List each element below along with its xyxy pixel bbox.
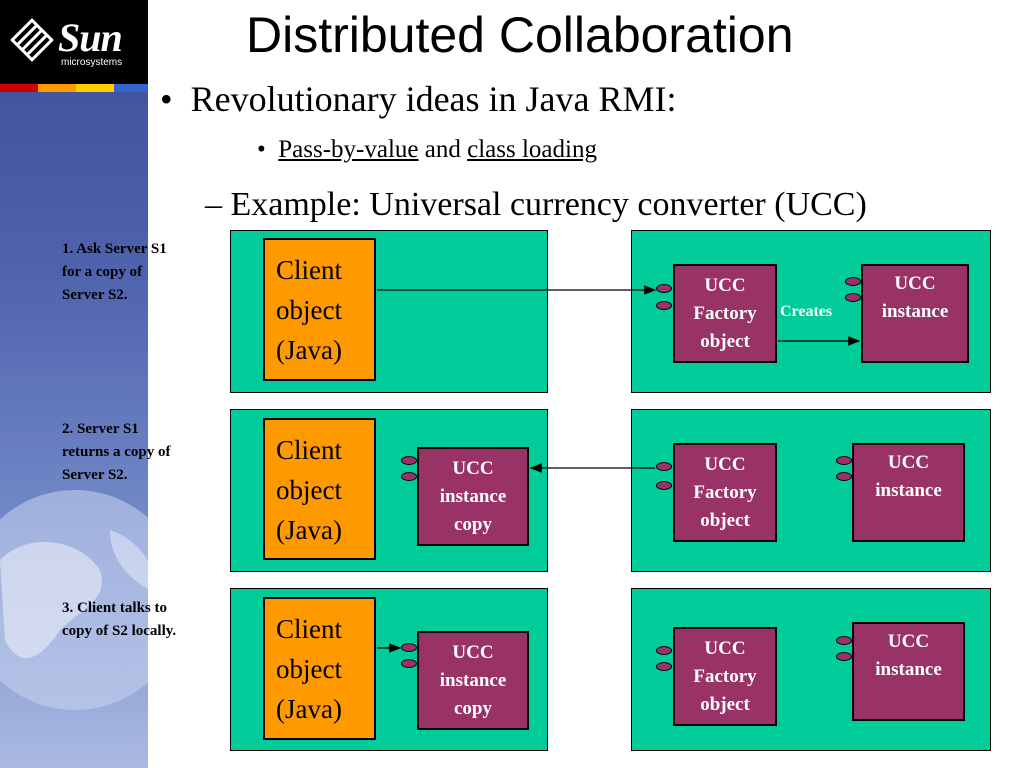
client-label-line: Client [276, 435, 342, 465]
port-icon [401, 643, 417, 652]
port-icon [401, 456, 417, 465]
port-icon [401, 659, 417, 668]
factory-label-line: object [700, 693, 750, 715]
factory-label-line: Factory [693, 481, 757, 503]
brand-sidebar [0, 0, 148, 768]
bullet-glyph: • [160, 79, 173, 119]
client-label-line: (Java) [276, 694, 342, 724]
class-loading-link[interactable]: class loading [467, 136, 597, 163]
ucc-instance-2: UCC instance [852, 443, 965, 542]
client-label-line: Client [276, 255, 342, 285]
slide-title: Distributed Collaboration [246, 7, 794, 63]
globe-icon [0, 490, 148, 710]
port-icon [845, 277, 861, 286]
port-icon [401, 472, 417, 481]
bullet-text: Revolutionary ideas in Java RMI: [190, 79, 677, 119]
sub-bullet-glyph: • [257, 136, 266, 163]
brand-color-bar [0, 84, 148, 92]
instance-label-line: UCC [887, 631, 930, 652]
step-note-3: 3. Client talks to copy of S2 locally. [62, 600, 177, 639]
port-icon [656, 662, 672, 671]
copy-label-line: copy [454, 513, 492, 535]
bullet-joiner: and [424, 136, 461, 163]
factory-label-line: UCC [704, 274, 746, 296]
sun-logo-icon [10, 18, 54, 62]
instance-label-line: instance [875, 659, 942, 680]
copy-label-line: UCC [452, 457, 494, 479]
step-note-1: 1. Ask Server S1 for a copy of Server S2… [62, 241, 167, 303]
client-object-3: Client object (Java) [263, 597, 376, 740]
client-label-line: (Java) [276, 515, 342, 545]
client-label-line: Client [276, 614, 342, 644]
instance-label-line: instance [875, 480, 942, 501]
copy-label-line: instance [439, 669, 507, 691]
client-label-line: object [276, 654, 342, 684]
client-label-line: (Java) [276, 335, 342, 365]
instance-label-line: UCC [894, 273, 936, 294]
port-icon [845, 293, 861, 302]
port-icon [836, 456, 852, 465]
logo-area: Sun microsystems [0, 0, 148, 84]
bullet-level2: • Pass-by-value and class loading [257, 136, 597, 164]
ucc-factory-2: UCC Factory object [673, 443, 777, 542]
ucc-factory-1: UCC Factory object [673, 264, 777, 363]
bullet-example: – Example: Universal currency converter … [205, 186, 867, 223]
copy-label-line: UCC [452, 641, 494, 663]
ucc-instance-copy-2: UCC instance copy [417, 447, 529, 546]
factory-label-line: Factory [693, 665, 757, 687]
creates-label: Creates [780, 303, 833, 320]
port-icon [836, 472, 852, 481]
port-icon [836, 636, 852, 645]
client-label-line: object [276, 475, 342, 505]
client-object-1: Client object (Java) [263, 238, 376, 381]
ucc-instance-1: UCC instance [861, 264, 969, 363]
port-icon [656, 301, 672, 310]
port-icon [836, 652, 852, 661]
factory-label-line: object [700, 509, 750, 531]
ucc-instance-3: UCC instance [852, 622, 965, 721]
port-icon [656, 462, 672, 471]
instance-label-line: instance [881, 301, 949, 322]
port-icon [656, 481, 672, 490]
client-object-2: Client object (Java) [263, 418, 376, 560]
factory-label-line: Factory [693, 302, 757, 324]
factory-label-line: UCC [704, 637, 746, 659]
copy-label-line: instance [439, 485, 507, 507]
ucc-factory-3: UCC Factory object [673, 627, 777, 726]
factory-label-line: object [700, 330, 750, 352]
copy-label-line: copy [454, 697, 492, 719]
step-note-2: 2. Server S1 returns a copy of Server S2… [62, 421, 171, 483]
instance-label-line: UCC [887, 452, 930, 473]
logo-wordmark: Sun [58, 15, 123, 60]
client-label-line: object [276, 295, 342, 325]
pass-by-value-link[interactable]: Pass-by-value [278, 136, 419, 163]
factory-label-line: UCC [704, 453, 746, 475]
port-icon [656, 284, 672, 293]
port-icon [656, 646, 672, 655]
logo-subtitle: microsystems [61, 57, 123, 68]
bullet-level1: • Revolutionary ideas in Java RMI: [160, 78, 677, 120]
ucc-instance-copy-3: UCC instance copy [417, 631, 529, 730]
